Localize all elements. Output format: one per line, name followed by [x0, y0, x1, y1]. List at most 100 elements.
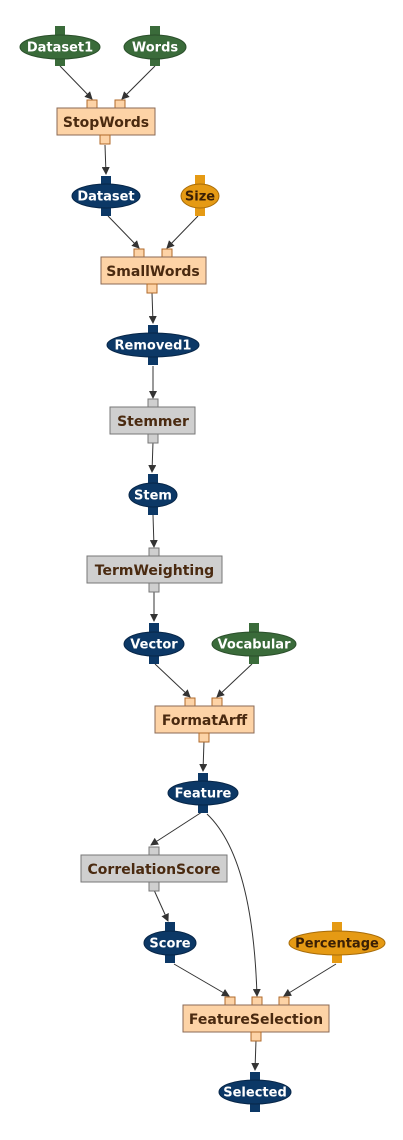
- node-label: Selected: [223, 1086, 287, 1101]
- data-node-removed1[interactable]: Removed1: [106, 325, 200, 365]
- port-bottom: [249, 655, 259, 664]
- data-node-selected[interactable]: Selected: [218, 1072, 292, 1112]
- input-port: [133, 248, 145, 258]
- edge-vector-formatarff: [154, 663, 191, 698]
- process-node-stemmer[interactable]: Stemmer: [109, 398, 196, 444]
- input-port: [278, 996, 290, 1006]
- port-top: [332, 922, 342, 932]
- node-shape: [80, 854, 228, 883]
- process-node-smallwords[interactable]: SmallWords: [100, 248, 207, 294]
- process-node-correlationscore[interactable]: CorrelationScore: [80, 846, 228, 892]
- port-bottom: [195, 207, 205, 216]
- node-label: Stemmer: [117, 414, 189, 430]
- data-node-dataset1[interactable]: Dataset1: [19, 26, 101, 66]
- node-label: Dataset: [77, 190, 134, 205]
- port-top: [148, 474, 158, 483]
- port-bottom: [55, 58, 65, 66]
- process-node-formatarff[interactable]: FormatArff: [154, 697, 255, 743]
- data-node-feature[interactable]: Feature: [167, 773, 239, 813]
- node-label: StopWords: [63, 115, 149, 131]
- node-label: SmallWords: [106, 264, 200, 280]
- process-node-featureselection[interactable]: FeatureSelection: [182, 996, 330, 1042]
- node-shape: [154, 705, 255, 734]
- node-shape: [180, 183, 220, 209]
- node-shape: [123, 631, 185, 657]
- output-port: [99, 134, 111, 145]
- input-port: [224, 996, 236, 1006]
- port-top: [55, 26, 65, 36]
- output-port: [148, 881, 160, 892]
- port-top: [198, 773, 208, 782]
- edge-stemmer-stem: [148, 441, 157, 473]
- data-node-score[interactable]: Score: [143, 922, 197, 963]
- edge-stopwords-dataset: [101, 144, 110, 175]
- output-port: [250, 1031, 262, 1042]
- node-label: Vocabular: [218, 638, 292, 653]
- data-node-words[interactable]: Words: [123, 26, 187, 66]
- input-port: [147, 398, 159, 408]
- node-label: Stem: [134, 489, 172, 504]
- port-top: [195, 175, 205, 185]
- param-node-size[interactable]: Size: [180, 175, 220, 216]
- output-port: [147, 433, 159, 444]
- port-bottom: [165, 954, 175, 963]
- node-shape: [100, 256, 207, 285]
- port-bottom: [332, 954, 342, 963]
- port-bottom: [101, 207, 111, 216]
- edge-stem-termweighting: [149, 514, 158, 548]
- port-bottom: [149, 655, 159, 664]
- output-port: [146, 283, 158, 294]
- node-shape: [19, 34, 101, 60]
- input-port: [184, 697, 196, 707]
- node-shape: [211, 631, 297, 657]
- node-shape: [288, 930, 386, 956]
- process-node-termweighting[interactable]: TermWeighting: [86, 547, 223, 593]
- edge-percentage-featureselection: [283, 963, 337, 997]
- param-node-percentage[interactable]: Percentage: [288, 922, 386, 963]
- edge-correlationscore-score: [153, 889, 169, 922]
- data-node-dataset[interactable]: Dataset: [71, 176, 141, 216]
- edge-feature-featureselection: [206, 813, 261, 997]
- node-shape: [123, 34, 187, 60]
- port-bottom: [148, 356, 158, 365]
- data-node-vector[interactable]: Vector: [123, 623, 185, 664]
- node-label: Dataset1: [27, 41, 93, 56]
- data-node-stem[interactable]: Stem: [128, 474, 178, 515]
- node-label: Size: [185, 190, 215, 205]
- node-shape: [109, 406, 196, 435]
- port-bottom: [250, 1103, 260, 1112]
- edges: [59, 65, 337, 1071]
- output-port: [198, 732, 210, 743]
- data-node-vocabular[interactable]: Vocabular: [211, 623, 297, 664]
- node-label: Vector: [130, 638, 178, 653]
- edge-formatarff-feature: [199, 740, 208, 772]
- edge-smallwords-removed1: [148, 292, 157, 324]
- node-label: Score: [149, 937, 190, 952]
- node-label: Removed1: [115, 339, 192, 354]
- edge-feature-correlationscore: [150, 811, 203, 846]
- port-top: [250, 1072, 260, 1081]
- edge-featureselection-selected: [251, 1039, 260, 1071]
- input-port: [114, 99, 126, 109]
- node-label: TermWeighting: [95, 563, 214, 579]
- node-label: FeatureSelection: [189, 1012, 323, 1028]
- edge-dataset1-stopwords: [59, 65, 93, 100]
- edge-score-featureselection: [173, 963, 230, 997]
- port-top: [249, 623, 259, 633]
- node-shape: [106, 332, 200, 358]
- edge-size-smallwords: [166, 215, 199, 249]
- node-label: Words: [132, 41, 179, 56]
- input-port: [86, 99, 98, 109]
- input-port: [251, 996, 263, 1006]
- node-shape: [182, 1004, 330, 1033]
- port-top: [150, 26, 160, 36]
- edge-vocabular-formatarff: [216, 663, 253, 698]
- node-label: FormatArff: [162, 713, 248, 729]
- port-top: [101, 176, 111, 185]
- port-top: [148, 325, 158, 334]
- process-node-stopwords[interactable]: StopWords: [56, 99, 156, 145]
- node-shape: [143, 930, 197, 956]
- node-label: Feature: [175, 787, 232, 802]
- node-label: CorrelationScore: [88, 862, 221, 878]
